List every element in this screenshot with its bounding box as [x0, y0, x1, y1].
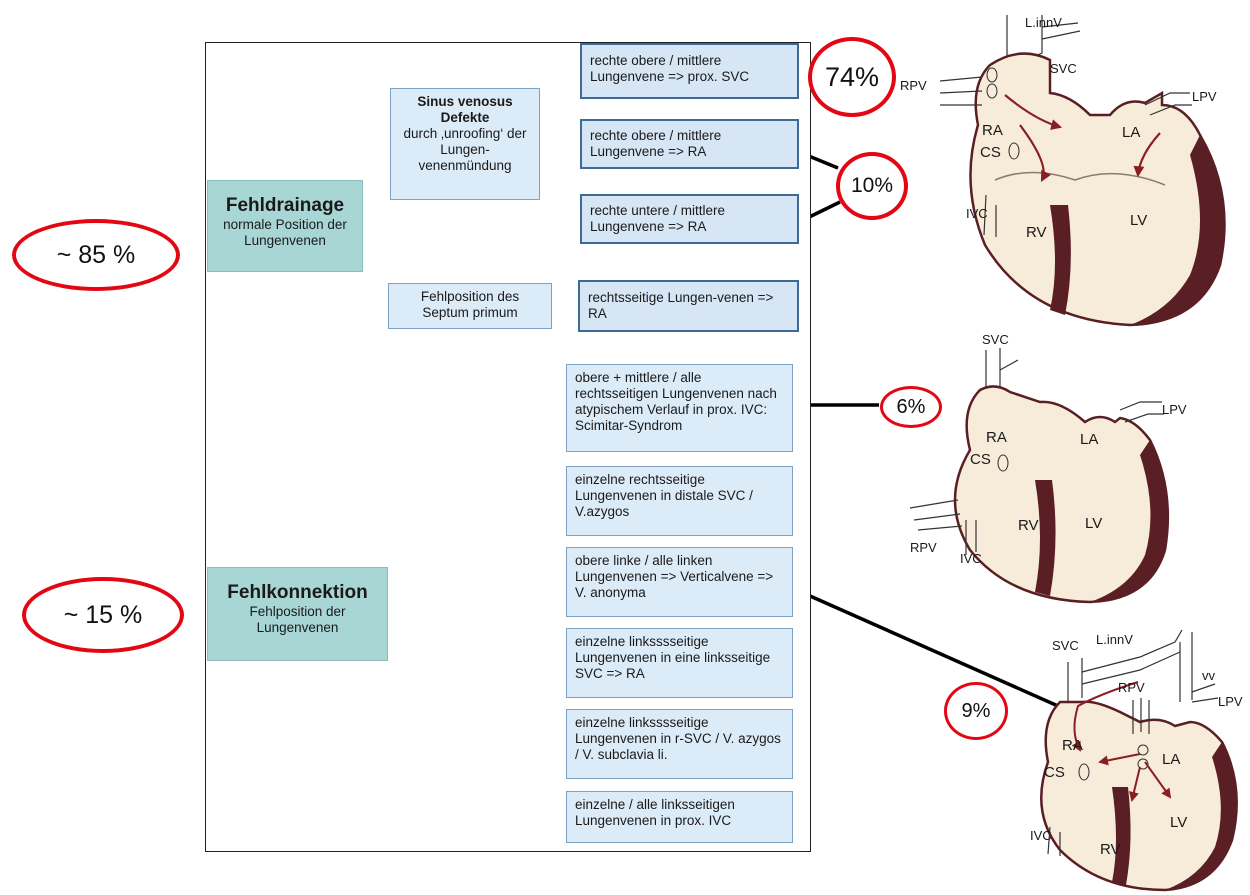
leaf-drainage-svc: rechte obere / mittlere Lungenvene => pr… — [580, 43, 799, 99]
heart1-label-la: LA — [1122, 124, 1140, 141]
heart1-label-lv: LV — [1130, 212, 1147, 229]
percent-label: ~ 15 % — [63, 600, 143, 629]
heart2-label-ra: RA — [986, 429, 1007, 446]
heart2-label-lpv: LPV — [1162, 402, 1187, 417]
percent-label: 9% — [961, 699, 991, 722]
heart1-label-rpv: RPV — [900, 78, 927, 93]
leaf-drainage-right-veins: rechtsseitige Lungen-venen => RA — [578, 280, 799, 332]
heart-illustration-3: SVC L.innV vv LPV RPV RA LA CS IVC RV LV — [1030, 629, 1243, 892]
heart3-label-linnv: L.innV — [1096, 632, 1133, 647]
category-subtitle: normale Position der Lungenvenen — [223, 217, 347, 248]
leaf-drainage-ra-lower: rechte untere / mittlere Lungenvene => R… — [580, 194, 799, 244]
heart1-label-linnv: L.innV — [1025, 15, 1062, 30]
percent-label: 10% — [850, 174, 894, 197]
subgroup-septum-primum: Fehlposition des Septum primum — [388, 283, 552, 329]
category-fehldrainage: Fehldrainage normale Position der Lungen… — [207, 180, 363, 272]
heart3-label-ivc: IVC — [1030, 828, 1052, 843]
heart2-label-rpv: RPV — [910, 540, 937, 555]
heart-illustration-1: L.innV SVC RPV LPV RA LA CS IVC RV LV — [900, 15, 1226, 327]
heart2-label-cs: CS — [970, 451, 991, 468]
percent-fehlkonnektion-circle: ~ 15 % — [22, 577, 184, 653]
leaf-connection-vertical: obere linke / alle linken Lungenvenen =>… — [566, 547, 793, 617]
category-title: Fehlkonnektion — [227, 582, 368, 603]
percent-vertical-circle: 9% — [944, 682, 1008, 740]
heart2-label-rv: RV — [1018, 517, 1039, 534]
heart3-label-lv: LV — [1170, 814, 1187, 831]
percent-svc-circle: 74% — [808, 37, 896, 117]
heart3-label-rpv: RPV — [1118, 680, 1145, 695]
category-fehlkonnektion: Fehlkonnektion Fehlposition der Lungenve… — [207, 567, 388, 661]
leaf-drainage-ra-upper: rechte obere / mittlere Lungenvene => RA — [580, 119, 799, 169]
heart1-label-cs: CS — [980, 144, 1001, 161]
heart3-label-ra: RA — [1062, 737, 1083, 754]
subgroup-title: Sinus venosus Defekte — [417, 94, 513, 125]
percent-fehldrainage-circle: ~ 85 % — [12, 219, 180, 291]
leaf-connection-subclavia: einzelne linksssseitige Lungenvenen in r… — [566, 709, 793, 779]
heart3-label-svc: SVC — [1052, 638, 1079, 653]
category-title: Fehldrainage — [225, 195, 345, 216]
leaf-connection-ivc: einzelne / alle linksseitigen Lungenvene… — [566, 791, 793, 843]
heart1-label-ivc: IVC — [966, 206, 988, 221]
heart1-label-svc: SVC — [1050, 61, 1077, 76]
heart3-label-lpv: LPV — [1218, 694, 1243, 709]
percent-label: 74% — [824, 61, 880, 92]
percent-ra-circle: 10% — [836, 152, 908, 220]
percent-label: ~ 85 % — [56, 240, 136, 269]
heart3-label-vv: vv — [1202, 668, 1216, 683]
subgroup-sinus-venosus: Sinus venosus Defekte durch ‚unroofing‘ … — [390, 88, 540, 200]
heart2-label-ivc: IVC — [960, 551, 982, 566]
heart1-label-lpv: LPV — [1192, 89, 1217, 104]
heart-illustration-2: SVC LPV RA LA CS RPV IVC RV LV — [909, 332, 1187, 604]
category-subtitle: Fehlposition der Lungenvenen — [249, 604, 346, 635]
leaf-connection-left-svc: einzelne linksssseitige Lungenvenen in e… — [566, 628, 793, 698]
heart3-label-cs: CS — [1044, 764, 1065, 781]
heart2-label-la: LA — [1080, 431, 1098, 448]
subgroup-text: durch ‚unroofing‘ der Lungen-venenmündun… — [403, 126, 527, 173]
heart3-label-rv: RV — [1100, 841, 1121, 858]
percent-label: 6% — [896, 395, 926, 418]
percent-scimitar-circle: 6% — [880, 386, 942, 428]
heart1-label-ra: RA — [982, 122, 1003, 139]
leaf-connection-scimitar: obere + mittlere / alle rechtsseitigen L… — [566, 364, 793, 452]
heart3-label-la: LA — [1162, 751, 1180, 768]
leaf-connection-azygos: einzelne rechtsseitige Lungenvenen in di… — [566, 466, 793, 536]
heart2-label-lv: LV — [1085, 515, 1102, 532]
heart1-label-rv: RV — [1026, 224, 1047, 241]
heart2-label-svc: SVC — [982, 332, 1009, 347]
